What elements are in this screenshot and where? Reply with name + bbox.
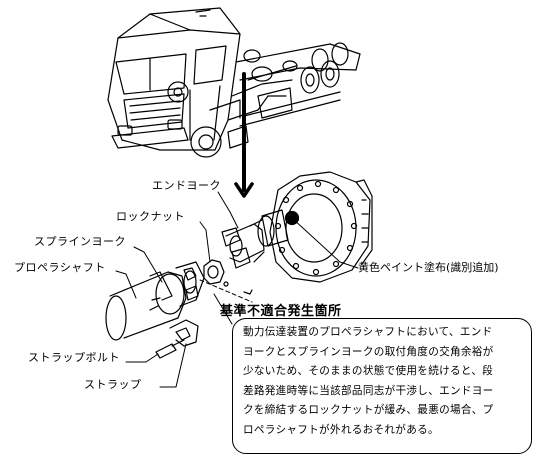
label-end-yoke: エンドヨーク — [152, 179, 221, 192]
label-lock-nut: ロックナット — [116, 210, 185, 223]
label-propeller-shaft: プロペラシャフト — [14, 261, 106, 274]
axis-centerline — [199, 279, 253, 303]
pointer-arrow — [234, 72, 254, 198]
label-yellow-paint: 黄色ペイント塗布(識別追加) — [358, 261, 499, 274]
strap-bolt-part — [155, 339, 185, 359]
propeller-shaft-part — [105, 261, 205, 341]
leader-lines — [115, 191, 359, 388]
label-strap: ストラップ — [84, 378, 142, 391]
description-line: 動力伝達装置のプロペラシャフトにおいて、エンド — [243, 326, 493, 338]
description-line: 差路発進時等に当該部品同志が干渉し、エンドヨー — [243, 384, 494, 397]
end-yoke-part — [221, 219, 265, 269]
washer-bolt — [223, 281, 253, 295]
truck-illustration — [107, 7, 361, 158]
label-spline-yoke: スプラインヨーク — [34, 235, 126, 248]
description-line: ロペラシャフトが外れるおそれがある。 — [243, 423, 439, 436]
description-line: 少ないため、そのままの状態で使用を続けると、段 — [243, 365, 494, 377]
label-strap-bolt: ストラップボルト — [28, 351, 120, 364]
description-line: ヨークとスプラインヨークの取付角度の交角余裕が — [243, 345, 494, 358]
strap-part — [169, 319, 199, 347]
lock-nut-part — [203, 259, 225, 285]
description-line: クを締結するロックナットが緩み、最悪の場合、プ — [243, 404, 494, 416]
differential-housing — [257, 171, 373, 283]
section-title: 基準不適合発生箇所 — [220, 304, 342, 319]
description-box: 動力伝達装置のプロペラシャフトにおいて、エンド ヨークとスプラインヨークの取付角… — [232, 318, 532, 454]
